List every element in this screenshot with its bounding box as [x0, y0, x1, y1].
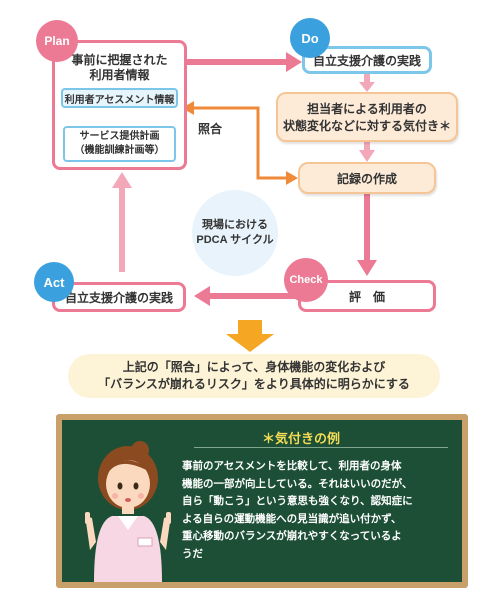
pdca-center-line2: PDCA サイクル: [196, 234, 274, 246]
arrow-plan-to-do: [187, 52, 302, 72]
example-line: よる自らの運動機能への見当識が追い付かず、: [182, 512, 402, 525]
notice-line1: 担当者による利用者の: [307, 102, 427, 116]
record-box: 記録の作成: [298, 162, 436, 194]
service-plan-line2: （機能訓練計画等）: [74, 145, 165, 156]
arrow-record-to-check: [357, 194, 377, 276]
example-title: ＊気付きの例: [262, 432, 341, 447]
do-badge-label: Do: [301, 30, 319, 46]
plan-badge-label: Plan: [44, 34, 70, 48]
act-box: 自立支援介護の実践: [52, 282, 186, 312]
example-line: 自ら「動こう」という意思も強くなり、認知症に: [182, 495, 413, 507]
arrow-act-to-plan: [112, 172, 132, 272]
summary-down-arrow: [226, 320, 274, 352]
caregiver-illustration: [85, 441, 171, 582]
example-line: うだ: [182, 547, 203, 560]
plan-title-line1: 事前に把握された: [71, 53, 168, 67]
act-badge: Act: [34, 262, 74, 302]
assessment-box: 利用者アセスメント情報: [61, 88, 178, 108]
example-underline: [194, 447, 448, 448]
arrow-do-to-notice: [359, 74, 375, 92]
act-label: 自立支援介護の実践: [64, 291, 173, 305]
notice-line2: 状態変化などに対する気付き＊: [282, 119, 451, 133]
collation-label: 照合: [198, 122, 223, 136]
service-plan-box: サービス提供計画 （機能訓練計画等）: [63, 126, 176, 162]
pdca-center-circle: 現場における PDCA サイクル: [192, 190, 278, 276]
notice-box: 担当者による利用者の 状態変化などに対する気付き＊: [276, 92, 458, 142]
do-badge: Do: [290, 18, 330, 58]
check-badge: Check: [284, 258, 328, 302]
chalkboard: ＊気付きの例 事前のアセスメントを比較して、利用者の身体 機能の一部が向上してい…: [62, 420, 462, 582]
example-body: 事前のアセスメントを比較して、利用者の身体 機能の一部が向上している。それはいい…: [182, 458, 454, 563]
plan-title-line2: 利用者情報: [89, 68, 150, 82]
chalkboard-frame: ＊気付きの例 事前のアセスメントを比較して、利用者の身体 機能の一部が向上してい…: [56, 414, 468, 588]
check-badge-label: Check: [289, 274, 323, 286]
example-line: 事前のアセスメントを比較して、利用者の身体: [182, 460, 402, 472]
summary-banner: 上記の「照合」によって、身体機能の変化および 「バランスが崩れるリスク」をより具…: [68, 354, 440, 398]
example-line: 重心移動のバランスが崩れやすくなっているよ: [182, 530, 402, 542]
plan-box: 事前に把握された 利用者情報 利用者アセスメント情報 サービス提供計画 （機能訓…: [52, 40, 187, 170]
service-plan-line1: サービス提供計画: [79, 131, 160, 142]
do-practice-label: 自立支援介護の実践: [312, 54, 421, 68]
plan-badge: Plan: [36, 20, 78, 62]
collation-bracket: [182, 101, 298, 185]
check-label: 評 価: [348, 290, 385, 304]
summary-line1: 上記の「照合」によって、身体機能の変化および: [122, 360, 386, 374]
arrow-check-to-act: [194, 286, 296, 306]
pdca-center-line1: 現場における: [202, 219, 268, 231]
do-practice-box: 自立支援介護の実践: [302, 46, 432, 74]
example-line: 機能の一部が向上している。それはいいのだが、: [182, 477, 413, 490]
arrow-notice-to-record: [359, 142, 375, 162]
act-badge-label: Act: [43, 274, 65, 290]
record-label: 記録の作成: [336, 172, 397, 186]
summary-line2: 「バランスが崩れるリスク」をより具体的に明らかにする: [98, 377, 410, 391]
assessment-label: 利用者アセスメント情報: [64, 95, 175, 106]
